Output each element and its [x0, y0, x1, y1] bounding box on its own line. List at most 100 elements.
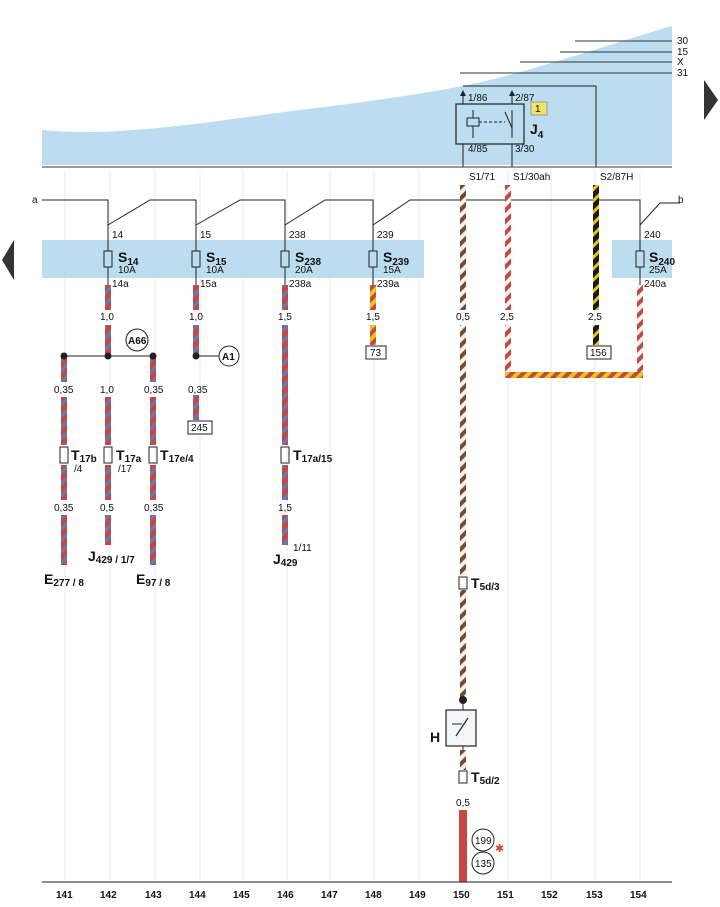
column-number: 147	[321, 890, 338, 901]
svg-text:10A: 10A	[206, 265, 224, 276]
column-number: 143	[145, 890, 162, 901]
svg-text:15A: 15A	[383, 265, 401, 276]
svg-text:73: 73	[370, 348, 382, 359]
svg-text:238a: 238a	[289, 279, 312, 290]
wire-left-a2	[61, 397, 67, 445]
gauge-s238: 1,5	[278, 312, 292, 323]
ref-box-245[interactable]: 245	[187, 420, 213, 435]
ref-circle-135[interactable]: 135	[471, 851, 495, 875]
fuse-s14: 14 S14 10A 14a	[112, 230, 139, 290]
component-e97: E97 / 8	[136, 571, 171, 589]
svg-text:240: 240	[644, 230, 661, 241]
fuse-symbols	[103, 228, 645, 285]
svg-text:A66: A66	[128, 336, 147, 347]
wire-s130ah	[505, 185, 511, 310]
column-number: 144	[189, 890, 206, 901]
svg-text:20A: 20A	[295, 265, 313, 276]
svg-text:S14: S14	[118, 249, 139, 268]
column-numbers: 141 142 143 144 145 146 147 148 149 150 …	[56, 890, 647, 901]
ref-box-156[interactable]: 156	[586, 345, 612, 360]
relay-pin-85: 4/85	[468, 144, 488, 155]
connector-t17e: T17e/4	[160, 447, 194, 465]
column-number: 146	[277, 890, 294, 901]
wire-horn-out	[459, 810, 467, 882]
svg-text:25A: 25A	[649, 265, 667, 276]
junctions	[60, 352, 467, 704]
bus-label-31: 31	[677, 68, 689, 79]
fuse-s239: 239 S239 15A 239a	[377, 230, 409, 290]
wire-center3	[105, 515, 111, 545]
component-e277: E277 / 8	[44, 571, 84, 589]
svg-text:239a: 239a	[377, 279, 400, 290]
column-number: 154	[630, 890, 647, 901]
fuse-s238: 238 S238 20A 238a	[289, 230, 321, 290]
relay-conn-s287h: S2/87H	[600, 172, 633, 183]
wire-left-a	[61, 357, 67, 382]
wire-s15-low	[193, 395, 199, 420]
svg-text:10A: 10A	[118, 265, 136, 276]
connector-symbols	[59, 446, 468, 784]
wire-s238	[282, 285, 288, 310]
nav-arrow-left-icon[interactable]	[2, 240, 14, 280]
ref-circle-199[interactable]: 199	[471, 828, 495, 852]
gauge-t17a-out: 0,5	[100, 503, 114, 514]
column-number: 141	[56, 890, 73, 901]
svg-text:S240: S240	[649, 249, 675, 268]
wire-s287h	[593, 185, 599, 310]
wire-s171-low	[460, 590, 466, 700]
bus-label-15: 15	[677, 47, 689, 58]
relay-conn-s171: S1/71	[469, 172, 496, 183]
svg-text:15a: 15a	[200, 279, 217, 290]
wire-left-b	[150, 357, 156, 382]
wire-s238-end	[282, 515, 288, 545]
fuse-s240: 240 S240 25A 240a	[644, 230, 675, 290]
column-number: 145	[233, 890, 250, 901]
wire-left-b2	[150, 397, 156, 445]
wire-s171-mid	[460, 325, 466, 575]
wire-s240	[637, 285, 643, 377]
svg-text:199: 199	[475, 836, 492, 847]
relay-pin-86: 1/86	[468, 93, 488, 104]
connector-t17b: T17b	[71, 447, 97, 465]
column-number: 152	[541, 890, 558, 901]
gauge-s287h: 2,5	[588, 312, 602, 323]
relay-j4	[455, 85, 597, 167]
svg-text:239: 239	[377, 230, 394, 241]
connector-t17a: T17a	[116, 447, 142, 465]
feed-label-b: b	[678, 195, 684, 206]
ref-box-73[interactable]: 73	[365, 345, 387, 360]
wire-s15-mid	[193, 325, 199, 355]
wire-s130ah-low	[505, 325, 511, 377]
svg-text:14a: 14a	[112, 279, 129, 290]
horn-h	[445, 700, 477, 750]
svg-text:240a: 240a	[644, 279, 667, 290]
gauge-t17e-out: 0,35	[144, 503, 164, 514]
svg-text:135: 135	[475, 859, 492, 870]
node-a1[interactable]: A1	[218, 345, 240, 367]
gauge-s15: 1,0	[189, 312, 203, 323]
gauge-t17a15-out: 1,5	[278, 503, 292, 514]
gauge-s130ah: 2,5	[500, 312, 514, 323]
star-mark-icon: ✱	[495, 842, 504, 855]
top-power-band	[42, 26, 672, 165]
gauge-left-a: 0,35	[54, 385, 74, 396]
connector-t17b-pin: /4	[74, 464, 83, 475]
wire-s171	[460, 185, 466, 310]
connector-t17a15: T17a/15	[293, 447, 333, 465]
column-number: 153	[586, 890, 603, 901]
wire-left-b4	[150, 515, 156, 565]
component-j429-a: J429 / 1/7	[88, 548, 135, 566]
column-number: 151	[497, 890, 514, 901]
nav-arrow-right-icon[interactable]	[704, 80, 718, 120]
bus-lines	[42, 40, 672, 168]
wire-s239-low	[370, 325, 376, 345]
wire-s14-down	[105, 285, 111, 310]
relay-conn-s130ah: S1/30ah	[513, 172, 550, 183]
wire-s239	[370, 285, 376, 310]
wire-left-b3	[150, 465, 156, 500]
svg-text:156: 156	[590, 348, 607, 359]
wire-s15-down	[193, 285, 199, 310]
wire-horn-down	[460, 750, 466, 770]
node-a66[interactable]: A66	[125, 328, 149, 352]
